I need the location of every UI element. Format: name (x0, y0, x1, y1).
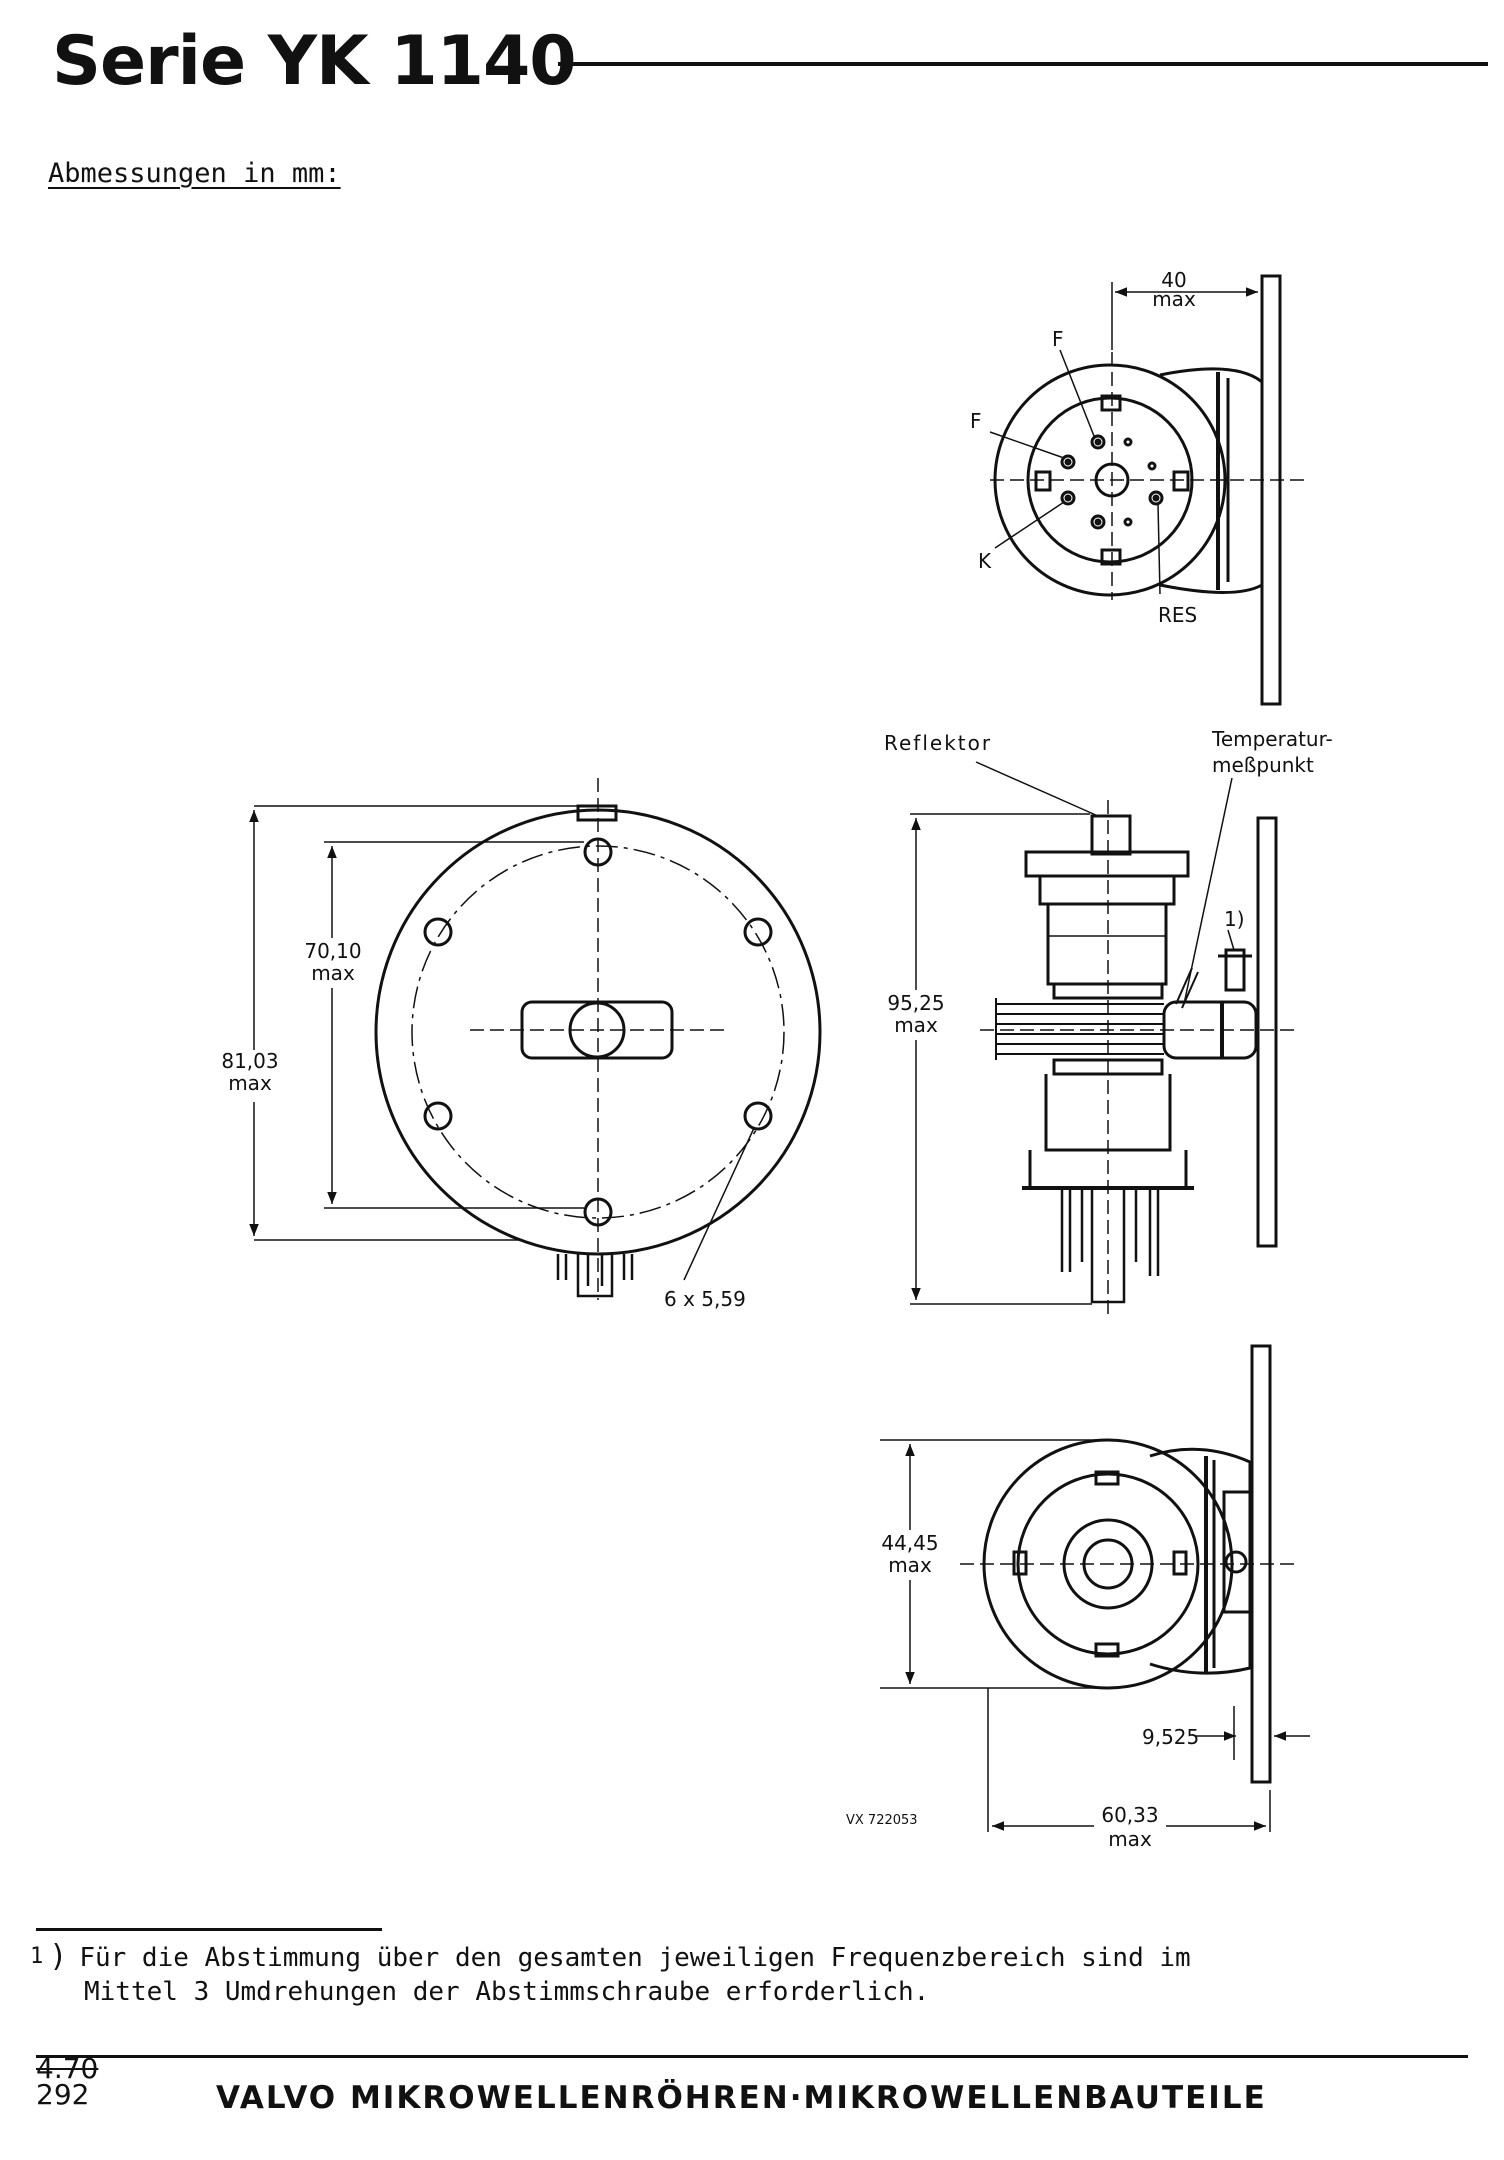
pin-label-k: K (978, 549, 992, 573)
bottom-dim-flange: 9,525 (1142, 1725, 1199, 1749)
footnote-reference: 1) (1224, 907, 1245, 931)
side-view (910, 761, 1300, 1320)
temperature-label-line1: Temperatur- (1211, 727, 1333, 751)
pin-label-f1: F (1052, 327, 1064, 351)
front-view (249, 778, 822, 1300)
front-dim-inner: 70,10 (304, 939, 361, 963)
footnote-mark: 1 (30, 1944, 44, 1969)
footer-date-page: 4.70 292 (36, 2052, 99, 2111)
footnote: 1)Für die Abstimmung über den gesamten j… (30, 1940, 1450, 2009)
bottom-dim-length-note: max (1108, 1827, 1152, 1851)
top-view (989, 274, 1310, 706)
bottom-view (880, 1344, 1310, 1832)
footnote-text-2: Mittel 3 Umdrehungen der Abstimmschraube… (84, 1977, 930, 2007)
dimensions-heading-text: Abmessungen in mm: (48, 158, 341, 189)
footnote-line-1: 1)Für die Abstimmung über den gesamten j… (30, 1939, 1191, 1974)
footnote-text-1: Für die Abstimmung über den gesamten jew… (79, 1943, 1191, 1973)
top-dim-width: 40 (1161, 268, 1186, 292)
front-dim-outer-note: max (228, 1071, 272, 1095)
footer-rule (36, 2055, 1468, 2058)
front-holes-label: 6 x 5,59 (664, 1287, 746, 1311)
footer-page-number: 292 (36, 2078, 90, 2111)
mounting-plate (1260, 274, 1282, 706)
dimensions-heading: Abmessungen in mm: (48, 158, 341, 189)
bottom-dim-length: 60,33 (1101, 1803, 1158, 1827)
pin-label-f2: F (970, 409, 982, 433)
side-dim-height: 95,25 (887, 991, 944, 1015)
footer-date: 4.70 (36, 2052, 99, 2085)
front-dim-outer: 81,03 (221, 1049, 278, 1073)
temperature-label-line2: meßpunkt (1212, 753, 1314, 777)
drawing-code: VX 722053 (846, 1813, 918, 1828)
front-dim-inner-note: max (311, 961, 355, 985)
reflector-label: Reflektor (884, 731, 992, 755)
pin-label-res: RES (1158, 603, 1197, 627)
footer-brand: VALVO MIKROWELLENRÖHREN·MIKROWELLENBAUTE… (216, 2080, 1267, 2116)
bottom-dim-diameter-note: max (888, 1553, 932, 1577)
footnote-rule (36, 1928, 382, 1931)
side-mounting-plate (1256, 816, 1278, 1248)
side-dim-height-note: max (894, 1013, 938, 1037)
bottom-dim-diameter: 44,45 (881, 1531, 938, 1555)
page-title: Serie YK 1140 (52, 22, 577, 101)
top-dim-width-note: max (1152, 287, 1196, 311)
title-rule (558, 62, 1488, 66)
